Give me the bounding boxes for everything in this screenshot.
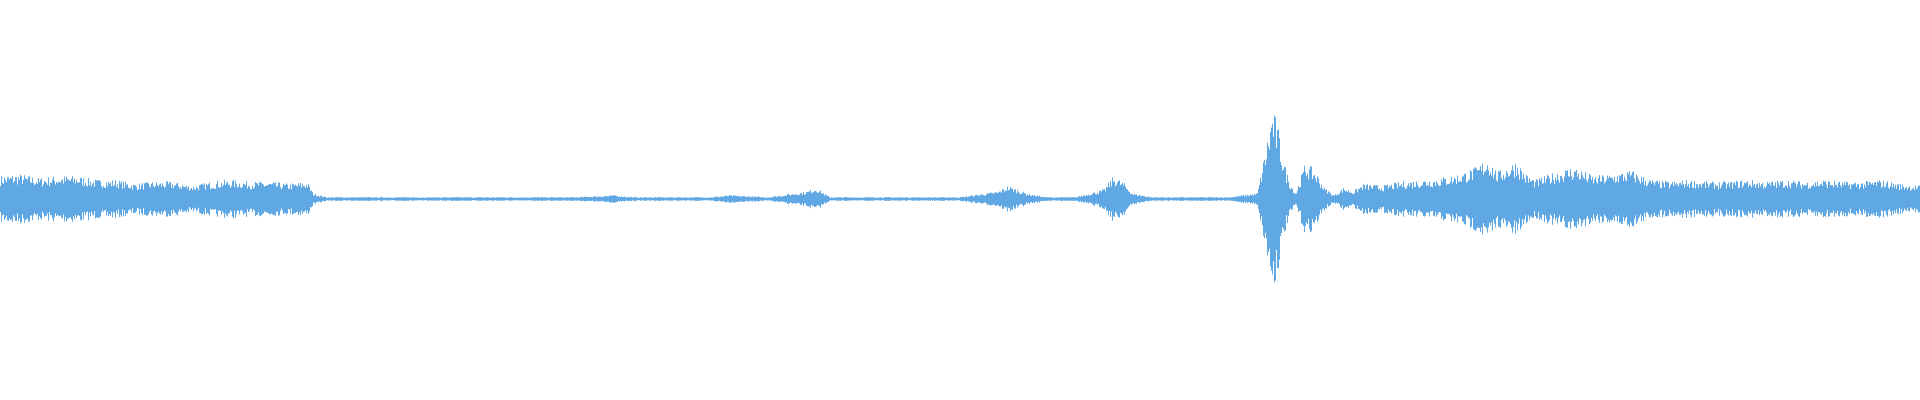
waveform-series bbox=[0, 115, 1920, 283]
